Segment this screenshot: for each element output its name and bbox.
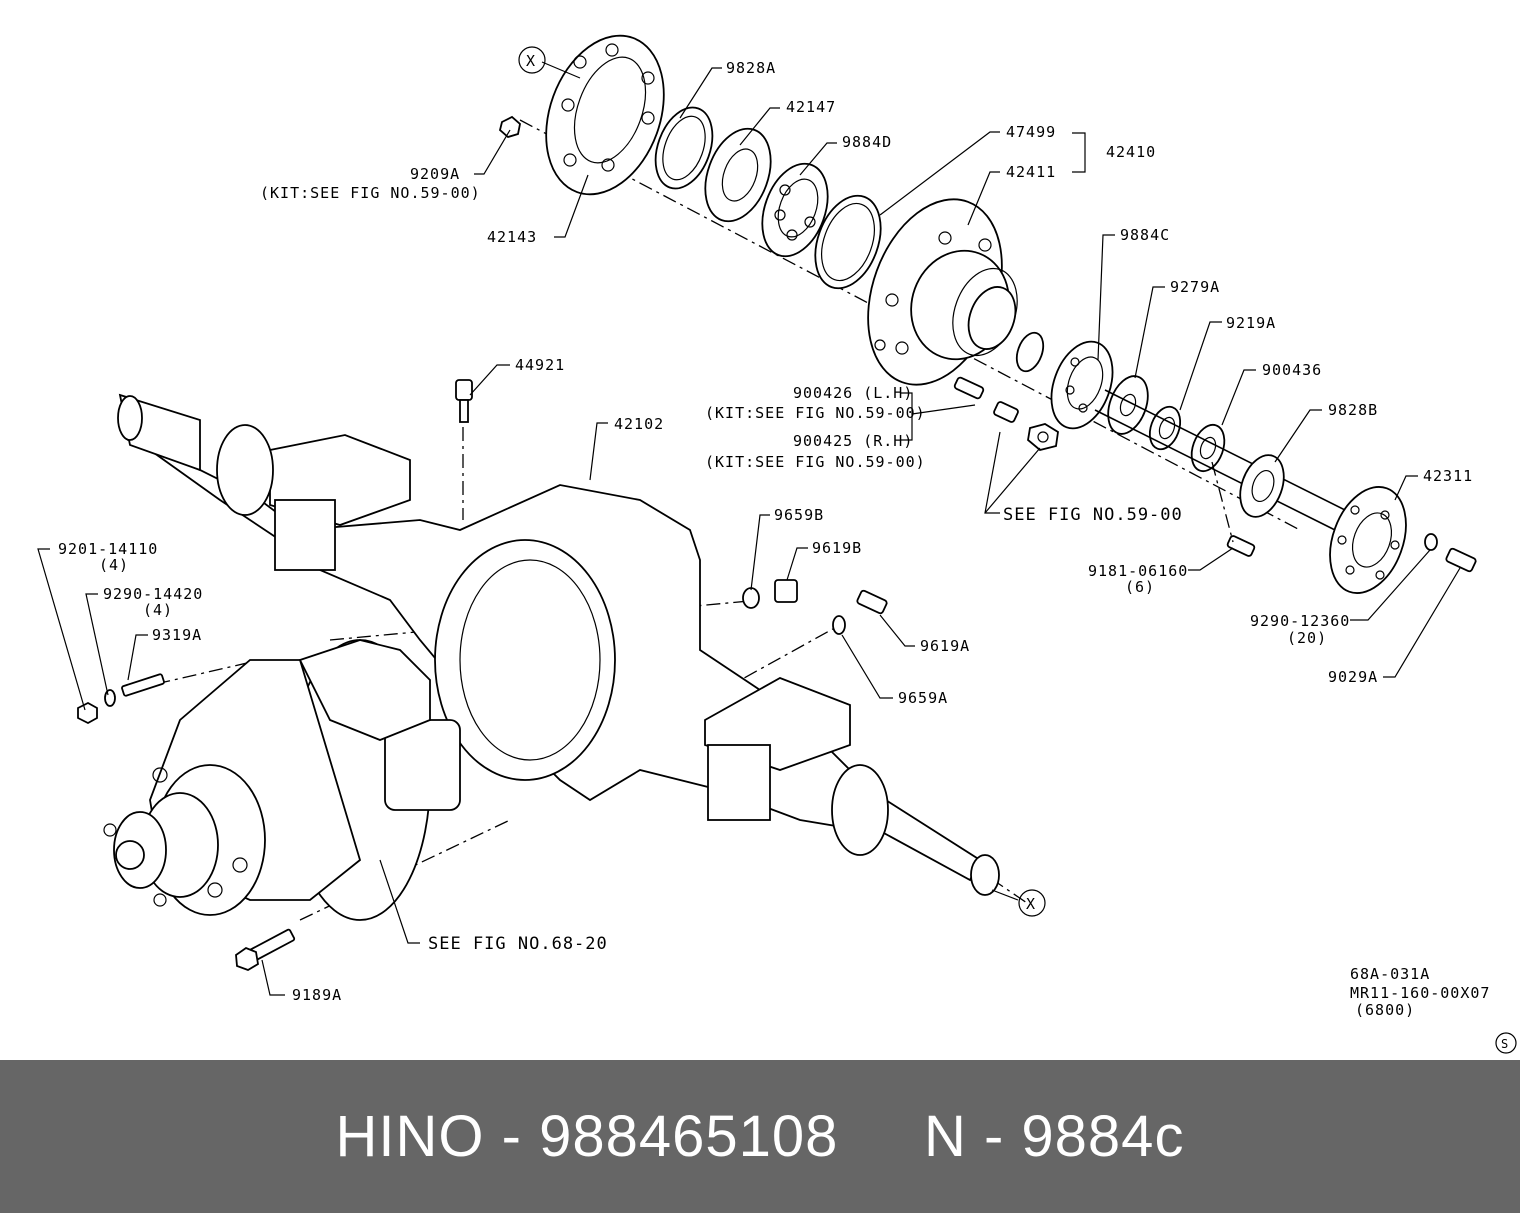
label-kit-2: (KIT:SEE FIG NO.59-00) — [705, 404, 926, 422]
race-47499 — [814, 194, 882, 290]
label-9290a-qty: (4) — [143, 601, 173, 619]
label-9619a: 9619A — [920, 637, 970, 655]
drawing-ref-2: MR11-160-00X07 — [1350, 984, 1490, 1002]
ref-x-bottom: X — [1026, 895, 1036, 913]
label-9290-12360: 9290-12360 — [1250, 612, 1350, 630]
small-hardware — [498, 115, 1477, 573]
label-9659a: 9659A — [898, 689, 948, 707]
label-see-fig-59-00: SEE FIG NO.59-00 — [1003, 505, 1183, 525]
label-9884d: 9884D — [842, 133, 892, 151]
part-labels: X 9828A 42147 9884D 47499 42410 42411 92… — [58, 52, 1517, 1054]
footer-text: HINO - 988465108 N - 9884c — [335, 1104, 1185, 1169]
label-9209a: 9209A — [410, 165, 460, 183]
ref-x-top: X — [526, 52, 536, 70]
label-42102: 42102 — [614, 415, 664, 433]
label-9279a: 9279A — [1170, 278, 1220, 296]
washer-9279a — [1107, 375, 1149, 435]
label-kit-1: (KIT:SEE FIG NO.59-00) — [260, 184, 481, 202]
label-9828a: 9828A — [726, 59, 776, 77]
studs-and-nuts — [77, 579, 888, 971]
spacer-42147 — [704, 127, 772, 223]
label-9201-14110: 9201-14110 — [58, 540, 158, 558]
shaft-flange-42311 — [1329, 486, 1407, 594]
axle-exploded-diagram: X 9828A 42147 9884D 47499 42410 42411 92… — [37, 34, 1517, 1054]
label-9319a: 9319A — [152, 626, 202, 644]
seal-ring-9828a — [654, 106, 714, 190]
label-44921: 44921 — [515, 356, 565, 374]
label-42147: 42147 — [786, 98, 836, 116]
label-9290b-qty: (20) — [1287, 629, 1327, 647]
label-9659b: 9659B — [774, 506, 824, 524]
label-900426: 900426 (L.H) — [793, 384, 913, 402]
label-9029a: 9029A — [1328, 668, 1378, 686]
drawing-ref-1: 68A-031A — [1350, 965, 1430, 983]
label-42311: 42311 — [1423, 467, 1473, 485]
brake-backing-plate — [545, 34, 665, 196]
label-9884c: 9884C — [1120, 226, 1170, 244]
label-900436: 900436 — [1262, 361, 1322, 379]
label-9828b: 9828B — [1328, 401, 1378, 419]
label-42143: 42143 — [487, 228, 537, 246]
seal-9828b — [1239, 454, 1285, 518]
footer-code: N - 9884c — [923, 1104, 1185, 1169]
nut-9219a — [1148, 405, 1182, 451]
label-900425: 900425 (R.H) — [793, 432, 913, 450]
drawing-ref-3: (6800) — [1355, 1001, 1415, 1019]
label-9619b: 9619B — [812, 539, 862, 557]
label-9290-14420: 9290-14420 — [103, 585, 203, 603]
bearing-9884d — [761, 162, 829, 258]
label-9181-06160: 9181-06160 — [1088, 562, 1188, 580]
label-9201-qty: (4) — [99, 556, 129, 574]
footer-part-number: 988465108 — [539, 1104, 839, 1169]
bearing-9884c — [1015, 331, 1114, 430]
leader-lines — [37, 46, 1461, 996]
differential-carrier — [103, 639, 461, 921]
part-number-footer: HINO - 988465108 N - 9884c — [0, 1060, 1520, 1213]
axle-housing-42102 — [117, 379, 1000, 896]
label-47499: 47499 — [1006, 123, 1056, 141]
label-42411: 42411 — [1006, 163, 1056, 181]
footer-brand: HINO — [335, 1104, 485, 1169]
label-42410: 42410 — [1106, 143, 1156, 161]
label-9181-qty: (6) — [1125, 578, 1155, 596]
lock-washer-900436 — [1190, 423, 1226, 473]
label-9189a: 9189A — [292, 986, 342, 1004]
label-9219a: 9219A — [1226, 314, 1276, 332]
stamp-s: S — [1501, 1037, 1508, 1051]
label-kit-3: (KIT:SEE FIG NO.59-00) — [705, 453, 926, 471]
hub-42411 — [867, 198, 1018, 386]
axle-shaft — [1094, 389, 1346, 531]
label-see-fig-68-20: SEE FIG NO.68-20 — [428, 934, 608, 954]
